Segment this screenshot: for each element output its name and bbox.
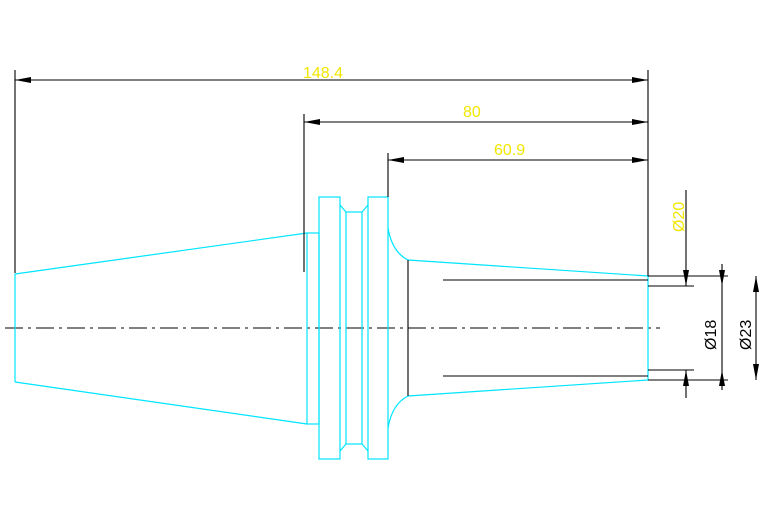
nose-body [387, 227, 649, 429]
internal-bore [407, 260, 648, 396]
dimension-overall-length: 148.4 [15, 65, 648, 83]
dimension-length-60-9: 60.9 [388, 142, 648, 163]
dimension-dia-20: Ø20 [671, 190, 689, 398]
dimension-dia-23: Ø23 [738, 276, 759, 380]
dimension-dia-18: Ø18 [703, 264, 725, 390]
length-80-label: 80 [463, 104, 481, 121]
dia-23-label: Ø23 [738, 320, 755, 350]
dia-20-label: Ø20 [671, 202, 688, 232]
flange [306, 196, 389, 460]
taper-shank [14, 232, 308, 425]
dimension-length-80: 80 [304, 104, 648, 125]
length-60-9-label: 60.9 [494, 142, 525, 159]
dia-18-label: Ø18 [703, 320, 720, 350]
extension-lines [14, 70, 728, 381]
overall-length-label: 148.4 [303, 65, 343, 82]
